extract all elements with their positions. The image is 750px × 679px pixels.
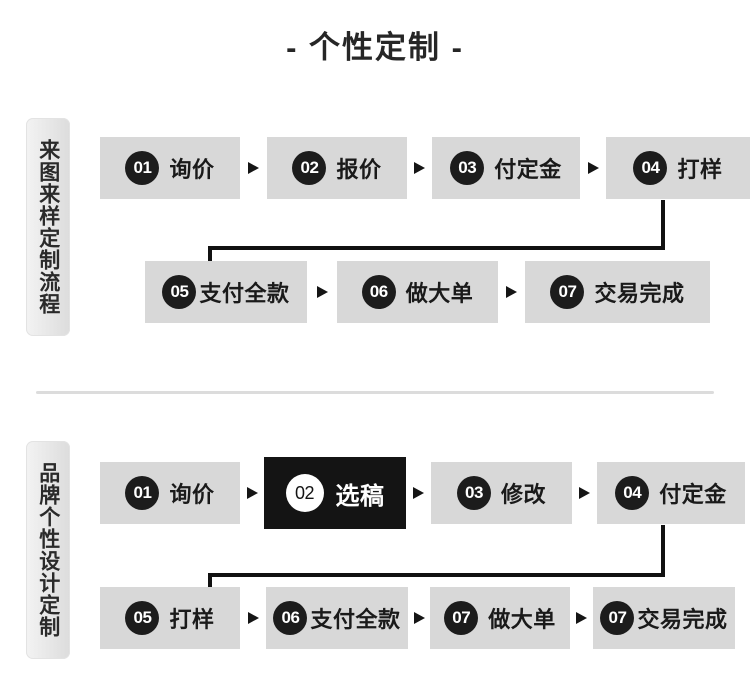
step-number-badge: 04 <box>633 151 668 185</box>
right-triangle-arrow-icon <box>246 487 258 499</box>
section-1-row-2: 05 支付全款 06 做大单 07 交易完成 <box>145 261 710 323</box>
section-1-side-label-text: 来图来样定制流程 <box>36 139 60 315</box>
right-triangle-arrow-icon <box>414 162 425 174</box>
section-2-side-label-text: 品牌个性设计定制 <box>36 462 60 638</box>
step-separator <box>580 162 606 174</box>
step-number-badge: 01 <box>125 476 160 510</box>
step-separator <box>570 612 593 624</box>
step-box[interactable]: 04 付定金 <box>597 462 745 524</box>
step-separator <box>240 162 267 174</box>
step-separator <box>408 612 430 624</box>
step-label: 报价 <box>336 157 382 182</box>
step-label: 询价 <box>169 482 215 507</box>
step-separator <box>240 612 266 624</box>
step-label: 打样 <box>677 157 723 182</box>
step-number-badge: 04 <box>615 476 650 510</box>
section-1-side-label: 来图来样定制流程 <box>26 118 70 336</box>
section-1-row-1: 01 询价 02 报价 03 付定金 04 打样 <box>100 137 750 199</box>
right-triangle-arrow-icon <box>247 612 259 624</box>
step-label: 做大单 <box>405 281 474 306</box>
right-triangle-arrow-icon <box>587 162 599 174</box>
step-box[interactable]: 05 支付全款 <box>145 261 307 323</box>
right-triangle-arrow-icon <box>579 487 590 499</box>
right-triangle-arrow-icon <box>576 612 587 624</box>
right-triangle-arrow-icon <box>248 162 259 174</box>
step-box[interactable]: 03 付定金 <box>432 137 580 199</box>
step-box[interactable]: 01 询价 <box>100 137 240 199</box>
step-label: 选稿 <box>335 482 385 510</box>
step-label: 做大单 <box>488 607 556 632</box>
step-number-badge: 07 <box>600 601 635 635</box>
step-box[interactable]: 07 做大单 <box>430 587 570 649</box>
step-separator <box>407 162 432 174</box>
step-label: 交易完成 <box>637 607 728 632</box>
step-number-badge: 05 <box>125 601 160 635</box>
step-box[interactable]: 07 交易完成 <box>525 261 710 323</box>
step-label: 支付全款 <box>199 281 290 306</box>
step-number-badge: 03 <box>450 151 485 185</box>
section-2-row-2: 05 打样 06 支付全款 07 做大单 07 交易完成 <box>100 587 735 649</box>
section-divider <box>36 391 714 394</box>
step-number-badge: 02 <box>292 151 327 185</box>
step-separator <box>307 286 337 298</box>
step-number-badge: 03 <box>456 476 491 510</box>
step-box[interactable]: 03 修改 <box>431 462 572 524</box>
step-number-badge: 05 <box>162 275 197 309</box>
section-2-side-label: 品牌个性设计定制 <box>26 441 70 659</box>
step-box[interactable]: 05 打样 <box>100 587 240 649</box>
step-label: 支付全款 <box>310 607 401 632</box>
step-box[interactable]: 04 打样 <box>606 137 750 199</box>
step-separator <box>240 487 264 499</box>
step-number-badge: 06 <box>273 601 308 635</box>
step-box[interactable]: 07 交易完成 <box>593 587 735 649</box>
right-triangle-arrow-icon <box>413 487 424 499</box>
step-label: 付定金 <box>494 157 562 182</box>
step-separator <box>498 286 525 298</box>
step-box[interactable]: 06 做大单 <box>337 261 498 323</box>
step-box[interactable]: 01 询价 <box>100 462 240 524</box>
page-title: - 个性定制 - <box>286 30 464 65</box>
section-2-row-1: 01 询价 02 选稿 03 修改 04 付定金 <box>100 457 745 529</box>
step-box[interactable]: 02 报价 <box>267 137 407 199</box>
right-triangle-arrow-icon <box>506 286 517 298</box>
step-number-badge: 07 <box>550 275 585 309</box>
section-brand-custom-design: 品牌个性设计定制 01 询价 02 选稿 03 修改 04 付定金 <box>0 435 750 665</box>
step-number-badge: 07 <box>444 601 479 635</box>
step-label: 修改 <box>500 482 546 507</box>
section-custom-from-sample: 来图来样定制流程 01 询价 02 报价 03 付定金 04 打样 <box>0 110 750 340</box>
step-separator <box>406 487 431 499</box>
step-label: 询价 <box>169 157 215 182</box>
step-label: 打样 <box>169 607 215 632</box>
step-box[interactable]: 06 支付全款 <box>266 587 408 649</box>
step-number-badge: 01 <box>125 151 160 185</box>
step-separator <box>572 487 597 499</box>
step-label: 付定金 <box>659 482 727 507</box>
step-box-highlighted[interactable]: 02 选稿 <box>264 457 406 529</box>
step-number-badge: 06 <box>361 275 396 309</box>
step-label: 交易完成 <box>594 281 685 306</box>
right-triangle-arrow-icon <box>316 286 328 298</box>
step-number-badge: 02 <box>285 474 324 512</box>
right-triangle-arrow-icon <box>413 612 425 624</box>
